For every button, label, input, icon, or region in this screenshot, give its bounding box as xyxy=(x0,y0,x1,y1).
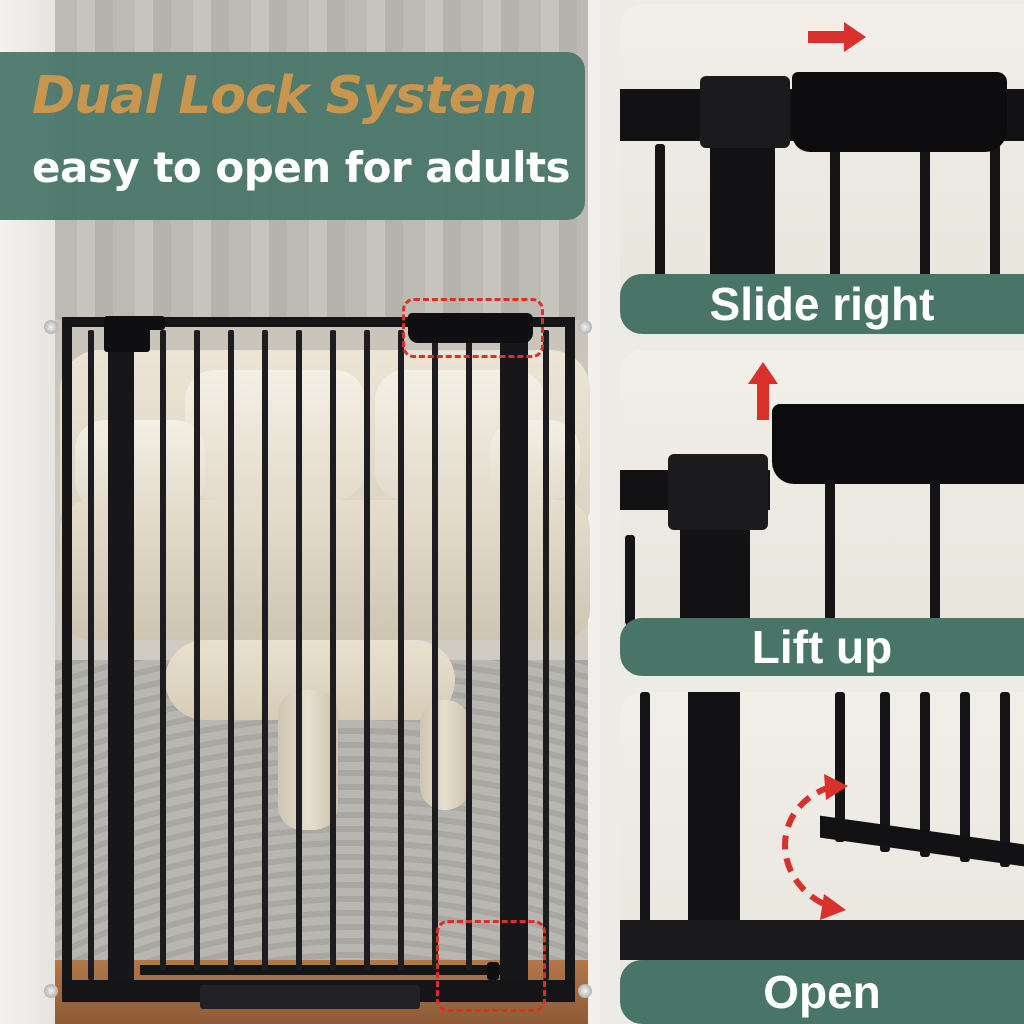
gate-bar xyxy=(432,330,438,970)
pressure-screw xyxy=(578,320,592,334)
bottom-lock[interactable] xyxy=(487,962,499,980)
top-lock-handle[interactable] xyxy=(408,313,533,343)
pressure-screw xyxy=(44,320,58,334)
threshold-plate xyxy=(200,985,420,1009)
headline-banner xyxy=(0,52,585,220)
gate-bar xyxy=(398,330,404,970)
gate-post xyxy=(688,692,740,942)
caption-open: Open xyxy=(620,960,1024,1024)
gate-bar xyxy=(194,330,200,970)
gate-bar xyxy=(88,330,94,980)
gate-bar xyxy=(625,535,635,625)
pillow xyxy=(75,420,205,510)
gate-bar xyxy=(920,144,930,284)
gate-hinge-post xyxy=(108,322,134,982)
step-panel-open: Open xyxy=(620,692,1024,1024)
gate-bar xyxy=(835,692,845,842)
gate-bar xyxy=(830,144,840,284)
step-panel-lift-up: Lift up xyxy=(620,350,1024,676)
bottom-rail xyxy=(620,920,1024,960)
hinge-clip xyxy=(145,316,165,330)
gate-bar xyxy=(640,692,650,932)
door-bottom-rail xyxy=(140,965,500,975)
lock-housing xyxy=(700,76,790,148)
lifted-handle[interactable] xyxy=(772,404,1024,484)
gate-bar xyxy=(330,330,336,970)
gate-bar xyxy=(930,480,940,630)
gate-bar xyxy=(960,692,970,862)
gate-bar xyxy=(296,330,302,970)
top-lock-highlight xyxy=(402,298,544,358)
step-panel-slide-right: Slide right xyxy=(620,4,1024,334)
pressure-screw xyxy=(578,984,592,998)
gate-bar xyxy=(364,330,370,970)
curved-double-arrow-icon xyxy=(782,774,848,920)
headline-subtitle: easy to open for adults xyxy=(32,143,571,192)
caption-lift-up: Lift up xyxy=(620,618,1024,676)
gate-bar xyxy=(1000,692,1010,867)
gate-bar xyxy=(160,330,166,970)
gate-latch-post[interactable] xyxy=(500,322,528,982)
gate-frame-left xyxy=(62,322,72,1002)
gate-bar xyxy=(920,692,930,857)
hinge-block xyxy=(104,316,150,352)
gate-bar xyxy=(262,330,268,970)
slide-handle[interactable] xyxy=(792,72,1007,152)
sofa-cushion xyxy=(185,370,365,500)
caption-slide-right: Slide right xyxy=(620,274,1024,334)
gate-bar xyxy=(543,330,549,980)
pressure-screw xyxy=(44,984,58,998)
gate-top-rail xyxy=(62,317,575,327)
lock-housing xyxy=(668,454,768,530)
gate-bar xyxy=(228,330,234,970)
arrow-up-icon xyxy=(748,362,778,420)
gate-bar xyxy=(825,480,835,630)
gate-bar xyxy=(466,330,472,970)
gate-bar xyxy=(655,144,665,284)
table-leg xyxy=(420,700,470,810)
wall-right xyxy=(588,0,600,1024)
headline-title: Dual Lock System xyxy=(32,66,537,126)
table-leg xyxy=(278,690,338,830)
gate-bar xyxy=(880,692,890,852)
arrow-right-icon xyxy=(808,22,866,52)
bottom-lock-highlight xyxy=(436,920,546,1012)
gate-bar xyxy=(990,144,1000,284)
gate-frame-right xyxy=(565,322,575,1002)
